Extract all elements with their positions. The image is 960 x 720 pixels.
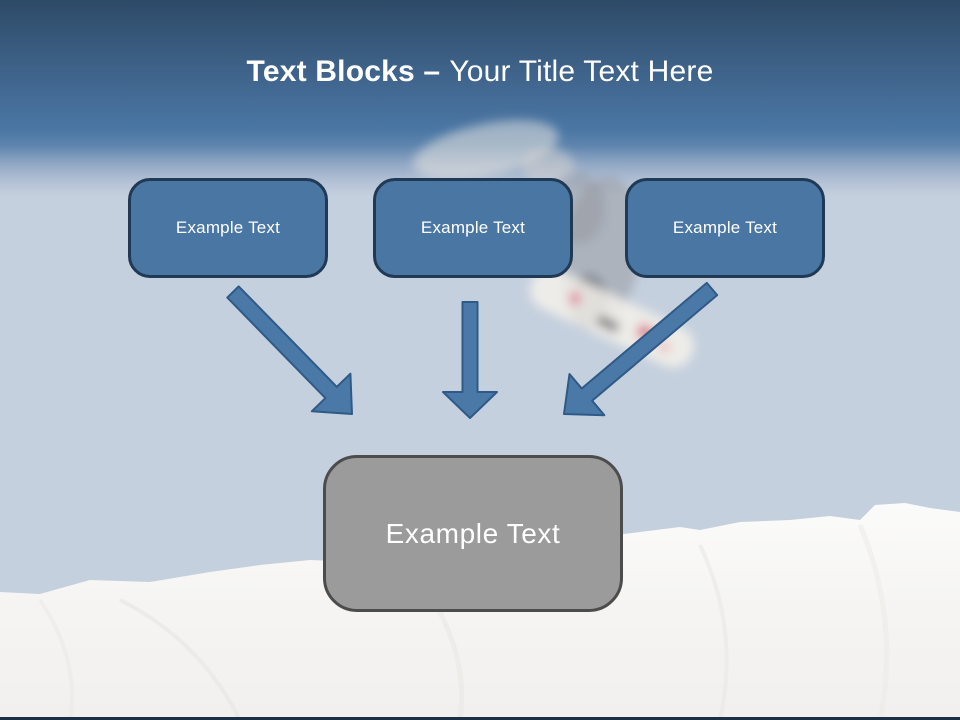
slide-title-regular: Your Title Text Here [449,55,714,88]
text-block-3-label: Example Text [672,218,778,237]
text-block-2: Example Text [373,178,573,278]
bottom-accent-bar [0,717,960,720]
slide-title: Text Blocks –Your Title Text Here [0,52,960,92]
connector-arrow-right [563,281,719,417]
text-block-2-label: Example Text [420,218,526,237]
text-block-1-label: Example Text [175,218,281,237]
result-block-label: Example Text [385,517,561,549]
connector-arrow-center [442,301,498,419]
text-block-3: Example Text [625,178,825,278]
slide-title-bold: Text Blocks – [246,55,441,88]
text-block-1: Example Text [128,178,328,278]
connector-arrow-left [226,285,353,415]
result-block: Example Text [323,455,623,612]
